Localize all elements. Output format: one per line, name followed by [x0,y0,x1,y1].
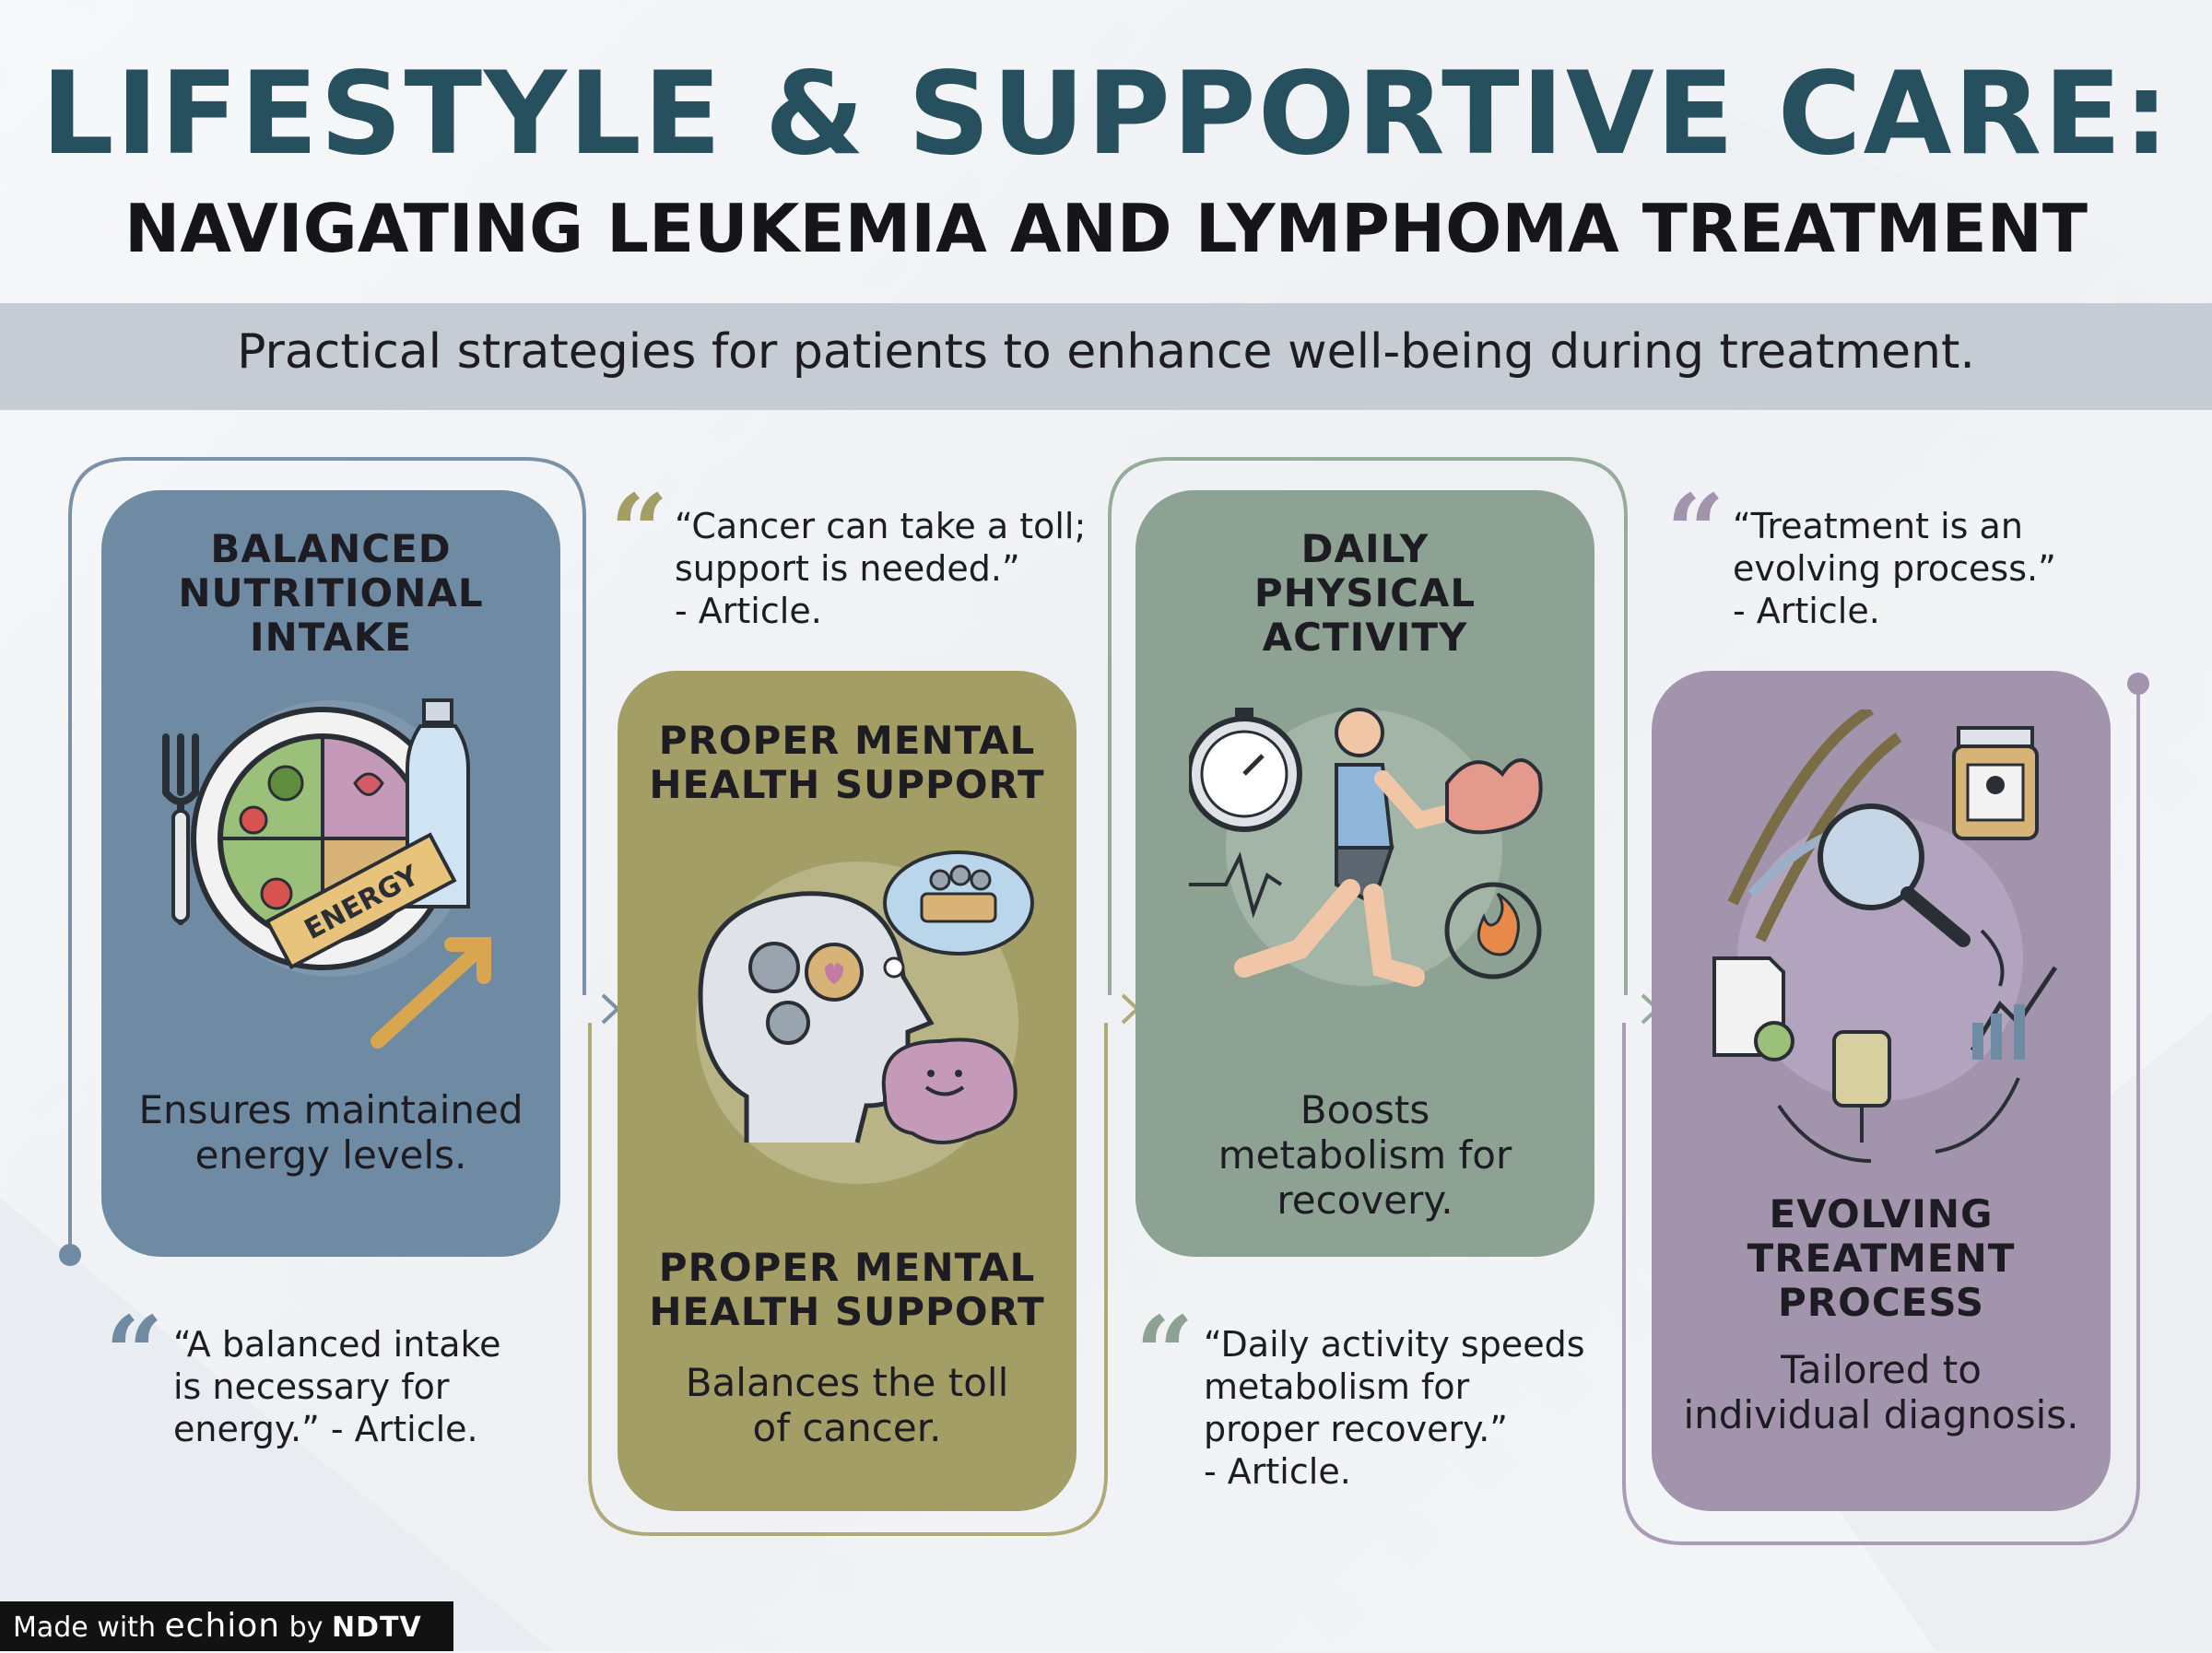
quote-line: proper recovery.” [1204,1409,1508,1449]
quote-mark-icon: “ [1135,1294,1194,1413]
card-mental-text: Balances the toll of cancer. [618,1360,1077,1450]
card-text-line: individual diagnosis. [1683,1392,2079,1437]
quote-line: energy.” - Article. [173,1409,478,1449]
quote-line: “Daily activity speeds [1204,1324,1585,1365]
mental-health-head-icon [696,850,1034,1184]
quote-mark-icon: “ [610,472,669,591]
banner-text: Practical strategies for patients to enh… [237,324,1975,380]
card-activity-text: Boosts metabolism for recovery. [1135,1087,1594,1223]
card-title-line: PROPER MENTAL [658,1245,1036,1290]
quote-line: “Treatment is an [1733,506,2023,546]
page-subtitle: NAVIGATING LEUKEMIA AND LYMPHOMA TREATME… [124,190,2088,267]
card-treatment-text: Tailored to individual diagnosis. [1652,1347,2111,1437]
card-text-line: of cancer. [752,1405,942,1450]
card-title-line: PROPER MENTAL [658,718,1036,763]
quote-line: “A balanced intake [173,1324,501,1365]
card-treatment-title: EVOLVING TREATMENT PROCESS [1652,1192,2111,1325]
card-title-line: HEALTH SUPPORT [649,1289,1045,1334]
ndtv-logo: NDTV [332,1612,422,1644]
card-title-line: INTAKE [250,615,412,660]
card-title-line: PHYSICAL [1253,570,1477,615]
card-mental-title-bottom: PROPER MENTAL HEALTH SUPPORT [618,1246,1077,1334]
page-title: LIFESTYLE & SUPPORTIVE CARE: [41,48,2171,181]
card-nutrition-title: BALANCED NUTRITIONAL INTAKE [101,527,560,660]
card-title-line: PROCESS [1778,1280,1984,1325]
quote-mark-icon: “ [1666,472,1725,591]
card-nutrition-text: Ensures maintained energy levels. [101,1087,560,1178]
running-person-icon [1189,708,1543,987]
quote-mark-icon: “ [105,1294,164,1413]
quote-line: is necessary for [173,1366,450,1407]
card-mental-title: PROPER MENTAL HEALTH SUPPORT [618,719,1077,807]
quote-nutrition: “A balanced intake is necessary for ener… [173,1323,501,1450]
footer-credit: Made with echion by NDTV [0,1601,453,1651]
card-text-line: metabolism for [1218,1132,1512,1178]
treatment-cycle-icon [1712,709,2058,1163]
card-text-line: Tailored to [1781,1347,1982,1392]
card-activity-title: DAILY PHYSICAL ACTIVITY [1135,527,1594,660]
card-text-line: Balances the toll [685,1360,1009,1405]
quote-line: - Article. [1733,591,1880,631]
echion-logo: echion [164,1607,281,1645]
card-title-line: BALANCED [210,526,452,571]
card-text-line: Ensures maintained [138,1087,524,1132]
card-text-line: energy levels. [194,1132,467,1178]
card-title-line: ACTIVITY [1262,615,1468,660]
card-text-line: Boosts [1300,1087,1430,1132]
card-title-line: HEALTH SUPPORT [649,762,1045,807]
banner [0,303,2212,410]
quote-line: support is needed.” [675,548,1020,589]
footer-by: by [288,1612,324,1644]
quote-line: “Cancer can take a toll; [675,506,1087,546]
nutrition-plate-icon: ENERGY [162,698,491,1049]
quote-line: - Article. [1204,1451,1351,1492]
quote-line: - Article. [675,591,822,631]
quote-line: evolving process.” [1733,548,2056,589]
card-title-line: EVOLVING [1769,1191,1994,1237]
quote-line: metabolism for [1204,1366,1470,1407]
quote-activity: “Daily activity speeds metabolism for pr… [1204,1323,1585,1493]
quote-mental-health: “Cancer can take a toll; support is need… [675,505,1086,632]
card-title-line: NUTRITIONAL [178,570,484,615]
quote-treatment: “Treatment is an evolving process.” - Ar… [1733,505,2056,632]
footer-made-with: Made with [13,1612,156,1644]
card-title-line: TREATMENT [1747,1236,2016,1281]
card-title-line: DAILY [1300,526,1430,571]
card-text-line: recovery. [1277,1178,1453,1223]
